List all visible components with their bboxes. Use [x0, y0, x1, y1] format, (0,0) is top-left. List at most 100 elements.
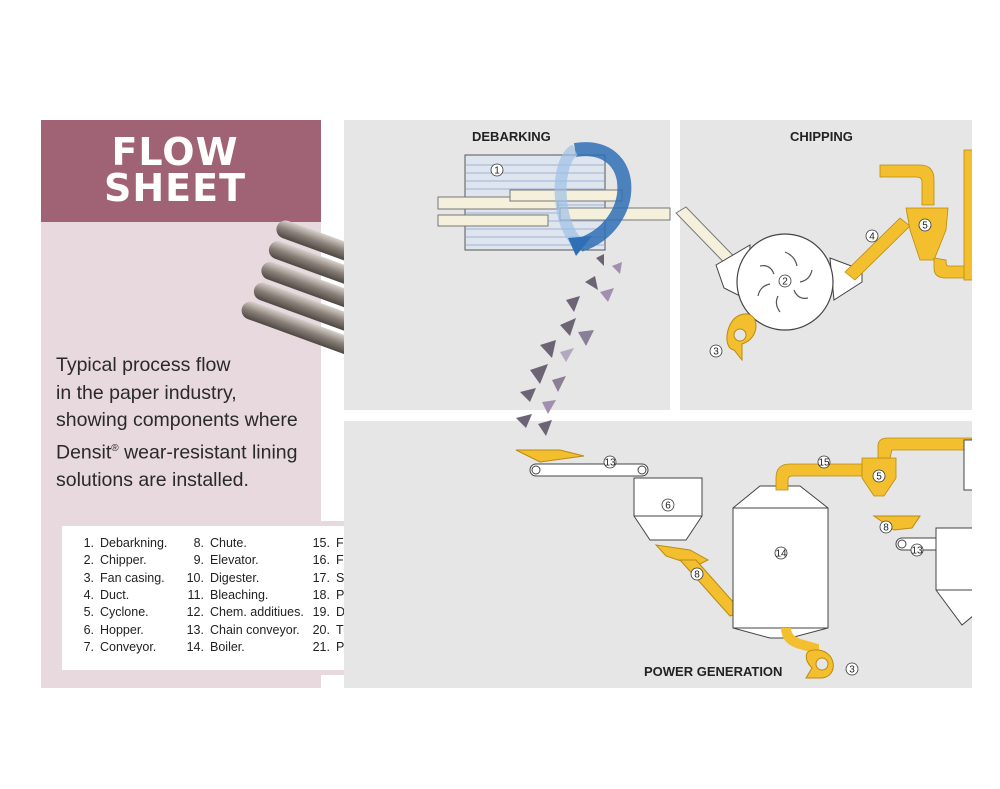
callout-chipper: 2 [778, 274, 792, 288]
callout-boiler: 14 [774, 546, 788, 560]
callout-debarker: 1 [490, 163, 504, 177]
callout-cyclone-power: 5 [872, 469, 886, 483]
legend-item-number: 15. [312, 536, 330, 550]
legend-item-number: 2. [83, 553, 94, 568]
svg-text:13: 13 [911, 546, 923, 557]
legend-item-label: Bleaching. [210, 587, 269, 602]
boiler [732, 485, 829, 639]
legend-item-number: 17. [312, 570, 330, 585]
legend-item-label: Cyclone. [100, 605, 149, 620]
legend-item-label: Chipper. [100, 553, 147, 568]
callout-fan-chipping: 3 [709, 344, 723, 358]
legend-item-label: Boiler. [210, 639, 245, 654]
legend-item-label: Chain conveyor. [210, 622, 300, 637]
section-label-chipping: CHIPPING [790, 129, 853, 144]
right-equipment [935, 439, 972, 626]
legend-item: 11. Bleaching. [182, 587, 269, 602]
svg-text:8: 8 [883, 523, 889, 534]
legend-item-label: Duct. [100, 587, 130, 602]
description-line-1: Typical process flow [56, 354, 231, 376]
callout-cyclone-chipping: 5 [918, 218, 932, 232]
bark-chips [516, 254, 622, 436]
legend-item-label: Fan casing. [100, 570, 165, 585]
legend-item: 5.Cyclone. [72, 605, 149, 619]
description-line-4-rest: wear-resistant lining [118, 441, 298, 463]
legend-item-number: 11. [187, 587, 204, 602]
legend-item-label: Conveyor. [100, 639, 157, 654]
legend-item-label: Debarkning. [100, 536, 168, 550]
chute-to-boiler [654, 544, 743, 617]
legend-item-number: 8. [193, 536, 204, 550]
legend-item-label: Digester. [210, 570, 260, 585]
legend-item-number: 19. [312, 605, 330, 620]
legend-item: 14. Boiler. [182, 640, 245, 654]
callout-hopper: 6 [661, 498, 675, 512]
svg-text:3: 3 [849, 665, 855, 676]
flue-gas-duct [775, 437, 972, 497]
legend-item-label: Elevator. [210, 553, 259, 568]
legend-item: 2. Chipper. [72, 553, 147, 567]
legend-item: 13. Chain conveyor. [182, 623, 300, 637]
legend-item-number: 12. [186, 605, 204, 620]
legend-item-number: 21. [312, 639, 330, 654]
legend-item-number: 9. [193, 553, 204, 568]
title-block: FLOW SHEET [41, 120, 321, 222]
legend-item: 1. Debarkning. [72, 536, 168, 550]
legend-item-number: 1. [83, 536, 94, 550]
svg-text:4: 4 [869, 232, 875, 243]
legend-item-number: 10. [186, 570, 204, 585]
description-line-3: showing components where [56, 409, 298, 431]
legend-item-number: 16. [312, 553, 330, 568]
legend-item-label: Chute. [210, 536, 247, 550]
section-label-power-generation: POWER GENERATION [644, 664, 783, 679]
callout-chute-right: 8 [879, 520, 893, 534]
legend-item: 12.Chem. additiues. [182, 605, 304, 619]
legend-item-number: 13. [186, 622, 204, 637]
legend-item: 4. Duct. [72, 587, 130, 602]
registered-mark: ® [111, 442, 119, 454]
description-text: Typical process flow in the paper indust… [56, 352, 316, 494]
svg-text:2: 2 [782, 277, 788, 288]
description-line-5: solutions are installed. [56, 468, 249, 491]
svg-text:14: 14 [775, 549, 787, 560]
legend-item-label: Hopper. [100, 622, 144, 637]
fan-power [781, 627, 834, 679]
legend-item: 8. Chute. [182, 536, 247, 550]
legend-item: 10. Digester. [182, 570, 260, 585]
fan-chipping [726, 313, 757, 362]
legend-item: 6. Hopper. [72, 623, 144, 637]
legend-item: 3. Fan casing. [72, 571, 165, 585]
svg-text:6: 6 [665, 501, 671, 512]
svg-text:1: 1 [494, 166, 500, 177]
legend-item-number: 20. [312, 622, 330, 637]
chain-conveyor-left [515, 449, 649, 477]
svg-text:8: 8 [694, 570, 700, 581]
callout-conveyor-left: 13 [603, 455, 617, 469]
description-line-2: in the paper industry, [56, 381, 237, 404]
svg-text:15: 15 [818, 458, 830, 469]
legend-item-number: 18. [312, 587, 330, 602]
debarking-drum [437, 142, 671, 256]
legend-item-number: 7. [83, 639, 94, 654]
legend-item-number: 14. [186, 639, 204, 654]
svg-text:3: 3 [713, 347, 719, 358]
legend-item-number: 4. [83, 587, 94, 602]
callout-conveyor-right: 13 [910, 543, 924, 557]
svg-text:13: 13 [604, 458, 616, 469]
callout-duct-chipping: 4 [865, 229, 879, 243]
legend-item-number: 6. [83, 622, 94, 637]
callout-fan-power: 3 [845, 662, 859, 676]
brand-name: Densit [56, 441, 112, 463]
chipper [675, 206, 863, 331]
svg-text:5: 5 [876, 472, 882, 483]
svg-text:5: 5 [922, 221, 928, 232]
legend-item: 7. Conveyor. [72, 639, 157, 654]
title-line-2: SHEET [103, 166, 246, 210]
callout-flue-duct: 15 [817, 455, 831, 469]
title-line-1: FLOW [111, 130, 239, 174]
callout-chute-hopper: 8 [690, 567, 704, 581]
section-label-debarking: DEBARKING [472, 129, 551, 144]
chipping-ducts [844, 149, 972, 281]
legend-item-number: 3. [83, 570, 94, 585]
